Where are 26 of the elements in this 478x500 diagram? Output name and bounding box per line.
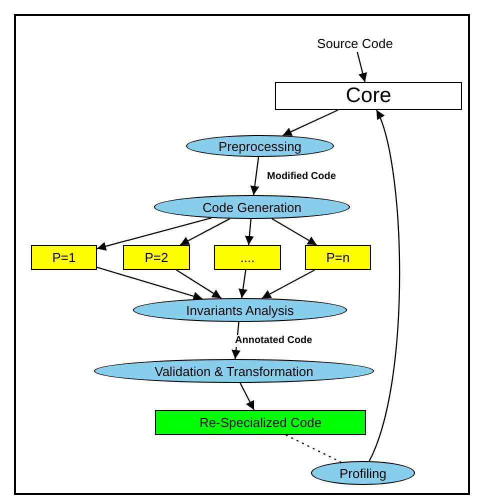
process-ellipse: Code Generation <box>154 195 350 219</box>
process-ellipse: Profiling <box>311 461 415 485</box>
process-box: P=2 <box>123 245 190 270</box>
arrow <box>240 382 255 410</box>
process-box: Re-Specialized Code <box>155 410 366 435</box>
arrow <box>96 217 212 251</box>
process-box: Core <box>275 82 462 110</box>
arrow <box>238 270 248 298</box>
arrow <box>176 270 222 299</box>
arrow <box>96 266 203 300</box>
process-ellipse: Validation & Transformation <box>94 359 374 383</box>
arrow <box>244 218 254 246</box>
arrow <box>356 52 368 82</box>
arrow <box>262 269 315 299</box>
process-box: P=1 <box>31 245 97 270</box>
text-label: Source Code <box>308 34 402 52</box>
process-box: .... <box>214 245 281 270</box>
process-ellipse: Invariants Analysis <box>133 298 347 322</box>
arrow <box>272 218 318 246</box>
edge-label: Annotated Code <box>234 335 314 347</box>
arrow <box>180 218 230 246</box>
process-box: P=n <box>305 245 371 270</box>
arrow <box>282 109 338 136</box>
arrow <box>368 110 400 462</box>
process-ellipse: Preprocessing <box>186 135 334 157</box>
arrow <box>250 156 260 196</box>
